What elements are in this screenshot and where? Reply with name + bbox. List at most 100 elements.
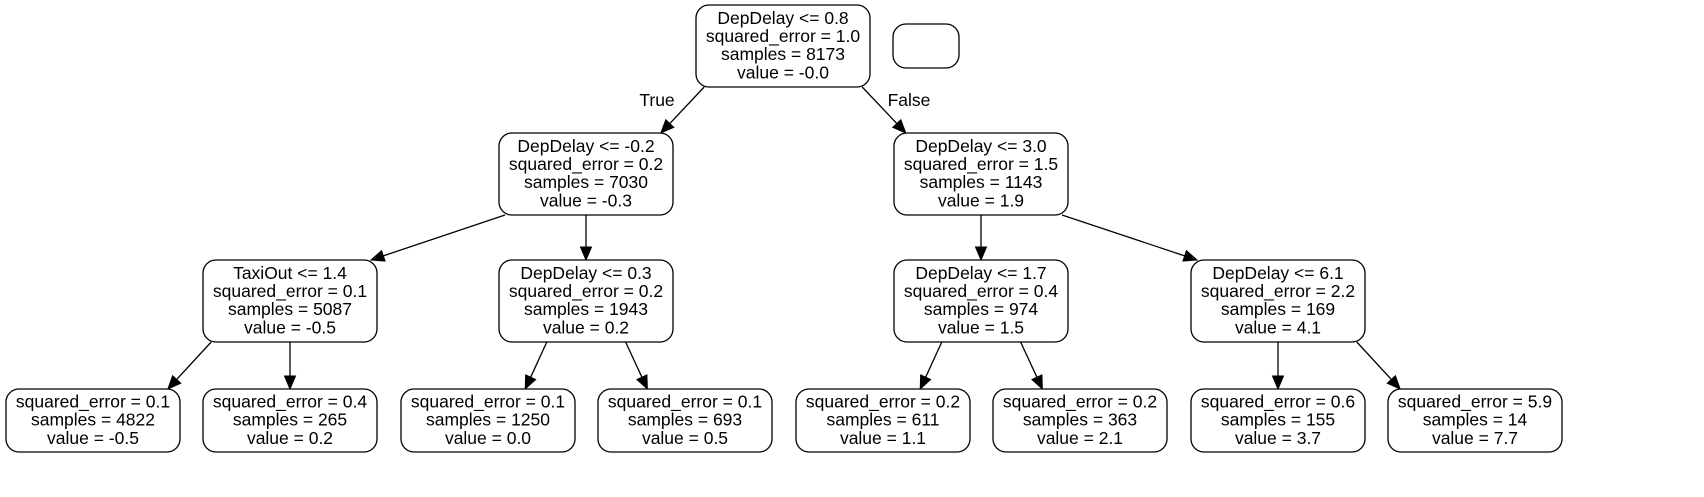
node-text-line: value = -0.5	[47, 428, 139, 448]
arrowhead-n6-n13	[1271, 375, 1285, 391]
node-box	[597, 388, 773, 453]
edge-n5-n12	[1020, 341, 1038, 378]
node-text-line: value = -0.5	[244, 317, 336, 337]
node-box	[5, 388, 181, 453]
node-text-line: squared_error = 0.1	[213, 281, 367, 302]
node-text-line: value = 1.9	[938, 190, 1024, 210]
arrowhead-n2-n5	[974, 246, 988, 262]
node-text-line: squared_error = 0.1	[411, 391, 565, 412]
node-text-line: squared_error = 5.9	[1398, 391, 1552, 412]
node-text-line: value = 0.0	[445, 428, 531, 448]
node-text-line: samples = 5087	[228, 299, 352, 319]
node-text-line: squared_error = 0.2	[509, 281, 663, 302]
node-text-line: samples = 1943	[524, 299, 648, 319]
edge-n1-n3	[383, 214, 506, 257]
node-text-line: DepDelay <= 0.8	[717, 8, 848, 28]
node-text-line: samples = 1143	[920, 172, 1043, 192]
node-text-line: DepDelay <= 0.3	[520, 263, 651, 283]
node-text-line: squared_error = 1.5	[904, 154, 1058, 175]
edge-n5-n11	[925, 341, 943, 378]
node-text-line: value = 2.1	[1037, 428, 1123, 448]
node-text-line: squared_error = 0.4	[213, 391, 367, 412]
node-text-line: value = -0.0	[737, 62, 829, 82]
node-text-line: DepDelay <= 6.1	[1212, 263, 1343, 283]
edge-n2-n6	[1061, 214, 1185, 257]
edge-label-n0-n2: False	[888, 90, 931, 110]
edge-n4-n10	[625, 341, 643, 378]
arrowhead-n4-n10	[636, 374, 648, 391]
node-text-line: squared_error = 0.4	[904, 281, 1058, 302]
arrowhead-n5-n12	[1031, 374, 1043, 391]
node-box	[893, 259, 1069, 343]
node-text-line: value = -0.3	[540, 190, 632, 210]
node-text-line: value = 0.2	[543, 317, 629, 337]
node-text-line: DepDelay <= 1.7	[915, 263, 1046, 283]
legend-box	[892, 23, 960, 69]
node-text-line: value = 1.1	[840, 428, 926, 448]
node-text-line: squared_error = 1.0	[706, 26, 860, 47]
node-box	[1190, 388, 1366, 453]
node-text-line: value = 7.7	[1432, 428, 1518, 448]
arrowhead-n3-n8	[283, 375, 297, 391]
node-text-line: squared_error = 0.1	[608, 391, 762, 412]
node-text-line: samples = 4822	[31, 410, 155, 430]
node-text-line: samples = 1250	[426, 410, 550, 430]
node-box	[892, 23, 960, 69]
arrowhead-n5-n11	[919, 374, 932, 391]
node-box	[498, 132, 674, 216]
node-text-line: samples = 155	[1221, 410, 1335, 430]
node-text-line: squared_error = 2.2	[1201, 281, 1355, 302]
edge-label-n0-n1: True	[639, 90, 674, 110]
arrowhead-n0-n1	[659, 118, 675, 134]
node-box	[498, 259, 674, 343]
node-text-line: value = 0.5	[642, 428, 728, 448]
node-text-line: value = 0.2	[247, 428, 333, 448]
node-box	[400, 388, 576, 453]
edges-layer: True False	[166, 86, 1402, 391]
node-text-line: value = 3.7	[1235, 428, 1321, 448]
node-text-line: samples = 265	[233, 410, 347, 430]
node-box	[992, 388, 1168, 453]
edge-n4-n9	[530, 341, 548, 378]
node-text-line: squared_error = 0.2	[806, 391, 960, 412]
node-box	[202, 388, 378, 453]
node-text-line: DepDelay <= -0.2	[517, 136, 654, 156]
arrowhead-n4-n9	[524, 374, 537, 391]
arrowhead-n6-n14	[1386, 374, 1402, 390]
node-text-line: samples = 8173	[721, 44, 845, 64]
edge-n3-n7	[176, 341, 212, 380]
node-text-line: squared_error = 0.6	[1201, 391, 1355, 412]
edge-n0-n1	[669, 86, 705, 124]
node-text-line: samples = 7030	[524, 172, 648, 192]
edge-n6-n14	[1356, 341, 1392, 380]
node-text-line: value = 1.5	[938, 317, 1024, 337]
node-text-line: samples = 611	[826, 410, 939, 430]
arrowhead-n2-n6	[1182, 249, 1199, 262]
node-text-line: TaxiOut <= 1.4	[233, 263, 347, 283]
node-text-line: squared_error = 0.1	[16, 391, 170, 412]
arrowhead-n0-n2	[891, 118, 907, 134]
node-text-line: squared_error = 0.2	[1003, 391, 1157, 412]
arrowhead-n3-n7	[166, 374, 182, 390]
node-text-line: samples = 14	[1423, 410, 1528, 430]
node-text-line: value = 4.1	[1235, 317, 1321, 337]
edge-n0-n2	[861, 86, 898, 125]
node-text-line: samples = 693	[628, 410, 742, 430]
node-box	[893, 132, 1069, 216]
